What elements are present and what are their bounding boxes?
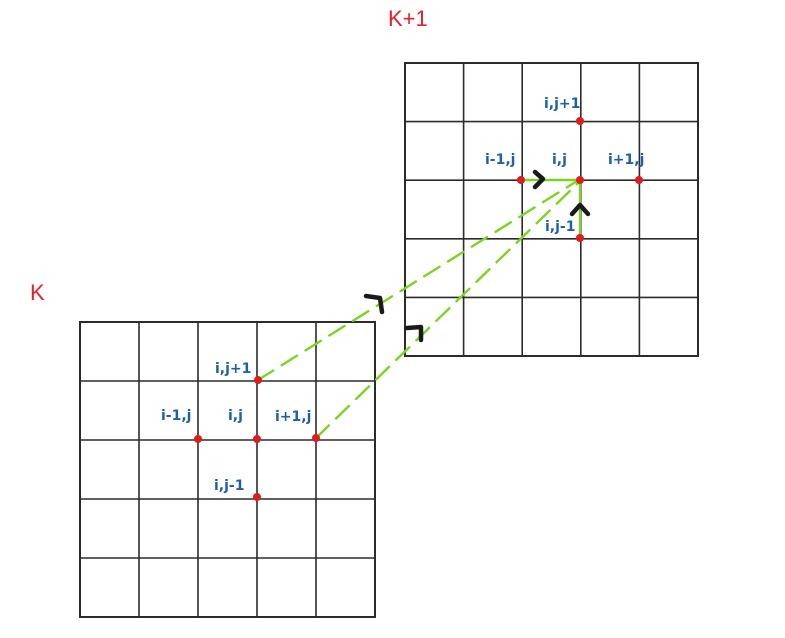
lower-label-east: i+1,j (275, 409, 311, 425)
upper-label-south: i,j-1 (545, 219, 575, 235)
lower-node-north (254, 376, 262, 384)
upper-grid-outline (404, 62, 699, 357)
lower-node-center (253, 435, 261, 443)
inter-level-links (256, 178, 582, 440)
upper-node-west (517, 176, 525, 184)
upper-node-north (576, 117, 584, 125)
lower-grid (79, 321, 376, 618)
upper-label-west: i-1,j (485, 152, 515, 168)
link-lower-north-to-upper-center (256, 179, 579, 382)
lower-label-north: i,j+1 (215, 361, 251, 377)
lower-node-west (194, 435, 202, 443)
link-lower-east-to-upper-center (314, 181, 580, 440)
upper-node-east (635, 176, 643, 184)
upper-grid-nodes (517, 117, 643, 242)
level-label-lower: K (30, 280, 45, 305)
arrow-marks (363, 169, 591, 343)
lower-node-south (253, 493, 261, 501)
arrow-head-icon (569, 202, 591, 217)
lower-grid-outline (79, 321, 376, 618)
upper-grid-labels: i,j+1 i-1,j i,j i+1,j i,j-1 (485, 96, 644, 235)
upper-label-center: i,j (552, 152, 567, 168)
arrow-head-icon (363, 293, 385, 315)
lower-label-center: i,j (228, 408, 243, 424)
upper-grid (404, 62, 699, 357)
lower-grid-labels: i,j+1 i-1,j i,j i+1,j i,j-1 (161, 361, 311, 494)
upper-label-east: i+1,j (608, 152, 644, 168)
lower-label-west: i-1,j (161, 408, 191, 424)
arrow-head-icon (532, 169, 546, 190)
upper-node-center (576, 176, 584, 184)
lower-grid-nodes (194, 376, 320, 501)
upper-node-south (576, 234, 584, 242)
arrow-head-icon (404, 324, 424, 343)
level-label-upper: K+1 (388, 6, 428, 31)
lower-node-east (312, 434, 320, 442)
upper-label-north: i,j+1 (544, 96, 580, 112)
lower-label-south: i,j-1 (214, 478, 244, 494)
